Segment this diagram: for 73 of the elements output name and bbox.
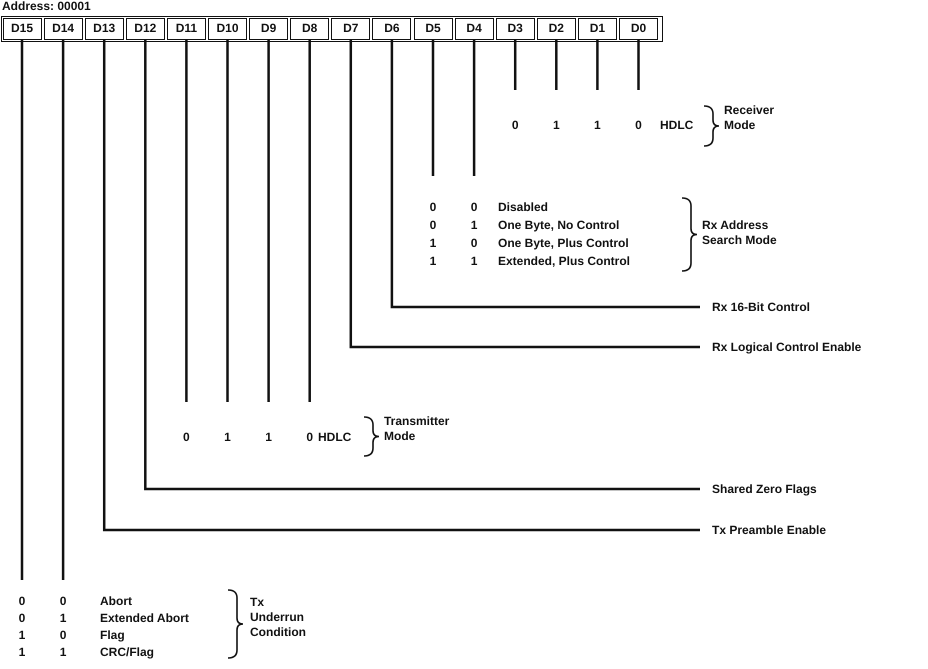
bit-value: 1: [223, 430, 232, 445]
bit-line: [432, 40, 434, 176]
bit-cell: D6: [372, 18, 412, 40]
bit-value: 1: [470, 254, 478, 269]
bit-line: [20, 40, 24, 580]
bit-value: 1: [264, 430, 273, 445]
bit-value: 1: [428, 236, 438, 251]
bit-value: 1: [552, 118, 561, 133]
bit-cell: D13: [84, 18, 124, 40]
bit-line: [267, 40, 270, 402]
field-name: Receiver Mode: [724, 103, 774, 133]
bit-value: 0: [634, 118, 643, 133]
bit-cell: D15: [2, 18, 42, 40]
value-meaning: Flag: [100, 628, 125, 643]
bit-cell: D12: [126, 18, 165, 40]
bit-value: 1: [18, 645, 26, 660]
field-name: Transmitter Mode: [384, 414, 450, 444]
field-name: Tx Underrun Condition: [250, 595, 307, 640]
bit-value: 1: [593, 118, 602, 133]
bit-value: 0: [470, 236, 478, 251]
bit-cell: D14: [44, 18, 83, 40]
value-meaning: Extended, Plus Control: [498, 254, 630, 269]
bit-cell: D11: [166, 18, 206, 40]
bit-cell: D7: [331, 18, 370, 40]
bit-value: 0: [182, 430, 191, 445]
bit-value: 0: [58, 594, 68, 609]
bit-line: [596, 40, 599, 90]
bit-line: [62, 40, 64, 580]
bit-line: [390, 40, 700, 308]
bit-value: 0: [428, 218, 438, 233]
bit-line: [226, 40, 229, 402]
bit-line: [555, 40, 558, 90]
value-meaning: Extended Abort: [100, 611, 189, 626]
bit-line: [185, 40, 188, 402]
bit-value: 1: [470, 218, 478, 233]
bit-value: 0: [305, 430, 314, 445]
bit-value: 0: [18, 594, 26, 609]
bit-line: [514, 40, 516, 90]
value-meaning: HDLC: [318, 430, 352, 445]
bit-cell: D1: [578, 18, 617, 40]
value-meaning: Disabled: [498, 200, 548, 215]
bit-line: [350, 40, 700, 348]
bit-value: 0: [18, 611, 26, 626]
bit-value: 0: [510, 118, 520, 133]
bit-cell: D0: [619, 18, 658, 40]
bit-cell: D10: [208, 18, 247, 40]
value-meaning: One Byte, Plus Control: [498, 236, 629, 251]
bit-value: 1: [428, 254, 438, 269]
bit-cell: D5: [414, 18, 452, 40]
bit-line: [472, 40, 476, 176]
value-meaning: Abort: [100, 594, 132, 609]
bit-value: 1: [18, 628, 26, 643]
bit-cell: D9: [249, 18, 288, 40]
bit-cell: D4: [454, 18, 494, 40]
field-name: Rx Address Search Mode: [702, 218, 778, 248]
bit-cell: D2: [536, 18, 576, 40]
address-label: Address: 00001: [2, 0, 91, 14]
bit-value: 0: [428, 200, 438, 215]
bit-value: 1: [58, 645, 68, 660]
field-description: Rx 16-Bit Control: [712, 299, 810, 315]
value-meaning: CRC/Flag: [100, 645, 154, 660]
value-meaning: HDLC: [660, 118, 694, 133]
bit-line: [308, 40, 311, 402]
bit-cell: D8: [290, 18, 330, 40]
bit-cell: D3: [496, 18, 535, 40]
field-description: Shared Zero Flags: [712, 481, 817, 497]
bit-line: [637, 40, 640, 90]
bit-value: 1: [58, 611, 68, 626]
value-meaning: One Byte, No Control: [498, 218, 620, 233]
field-description: Rx Logical Control Enable: [712, 339, 862, 355]
bit-value: 0: [470, 200, 478, 215]
field-description: Tx Preamble Enable: [712, 522, 826, 538]
bit-value: 0: [58, 628, 68, 643]
